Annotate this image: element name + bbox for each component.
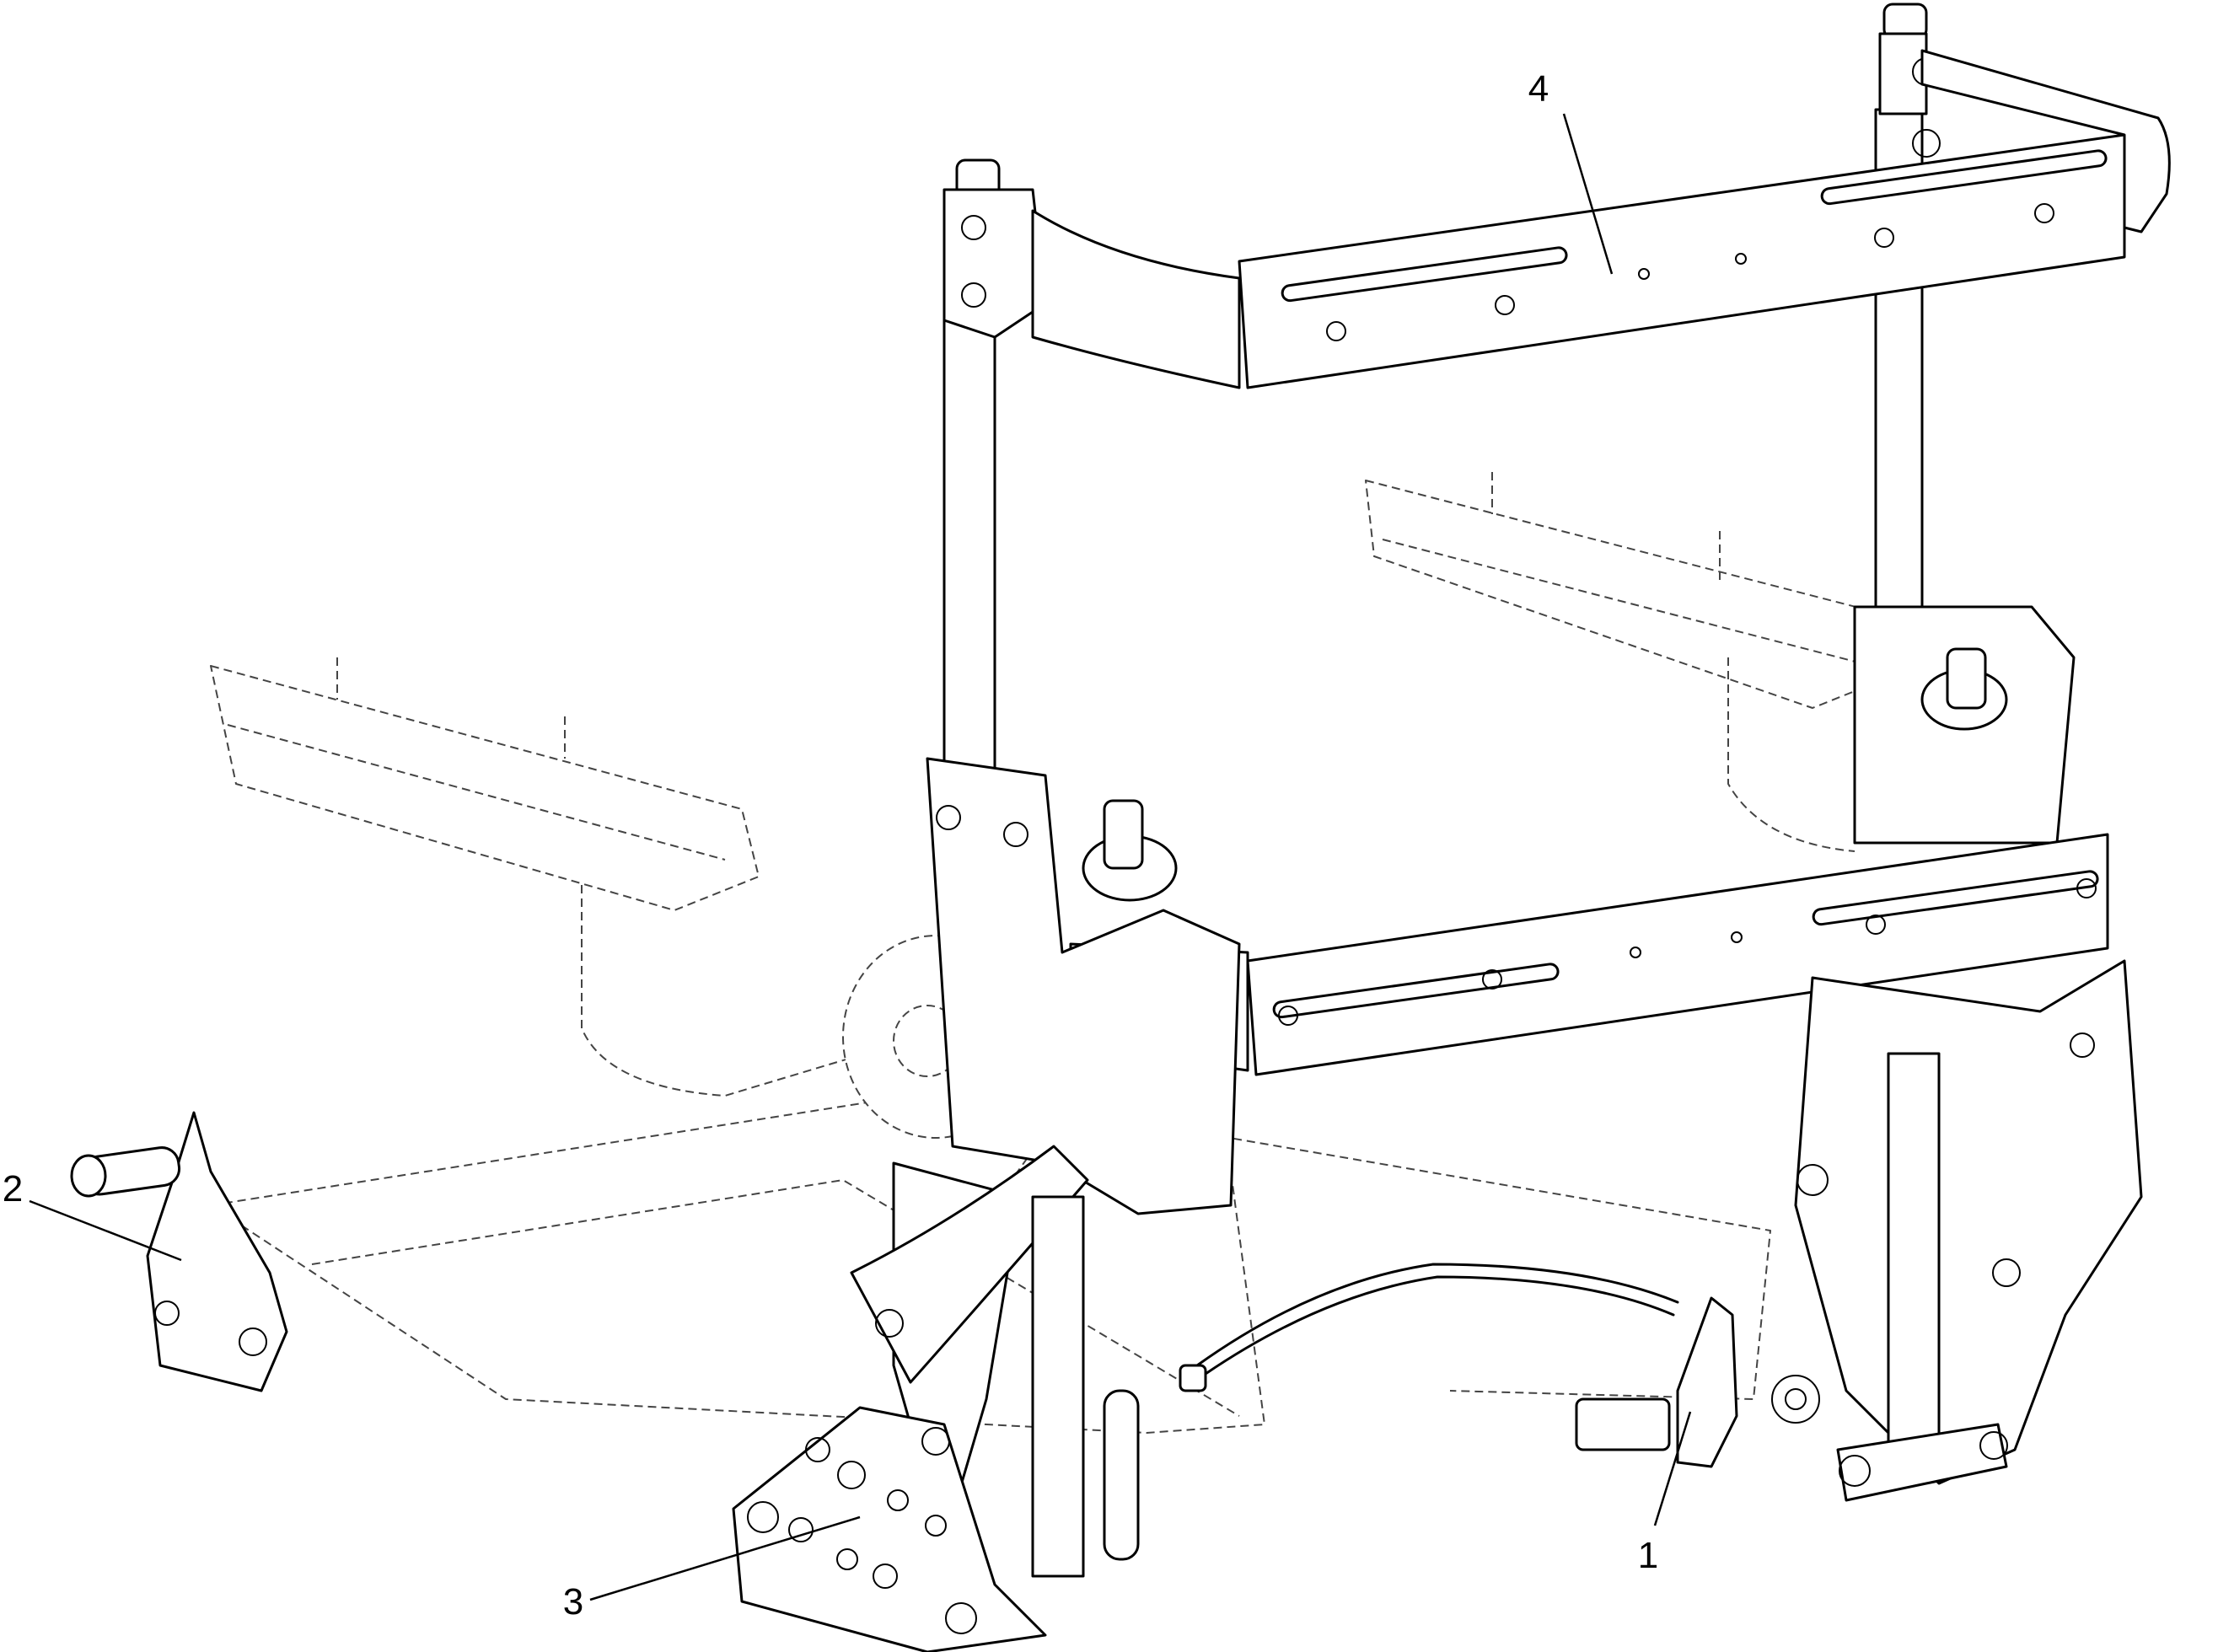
left-leg-assembly — [732, 1145, 1140, 1652]
phantom-left-footrest — [210, 657, 894, 1097]
left-crank-handle — [70, 1111, 288, 1392]
cable — [1179, 1263, 1679, 1392]
right-bracket — [1575, 1296, 1820, 1468]
left-mechanism-housing — [926, 757, 1241, 1215]
callout-number-2: 2 — [3, 1168, 23, 1210]
callout-number-4: 4 — [1528, 68, 1549, 110]
callout-leaders — [29, 113, 1692, 1601]
right-leg-assembly — [1794, 959, 2143, 1502]
phantom-right-footrest — [1365, 472, 1898, 852]
upper-back-bar — [1031, 49, 2171, 389]
callout-number-1: 1 — [1638, 1535, 1658, 1576]
right-vertical-post — [1874, 3, 1941, 634]
left-vertical-post — [943, 158, 1047, 786]
right-side-frame — [1853, 605, 2076, 845]
callout-number-3: 3 — [563, 1581, 583, 1622]
